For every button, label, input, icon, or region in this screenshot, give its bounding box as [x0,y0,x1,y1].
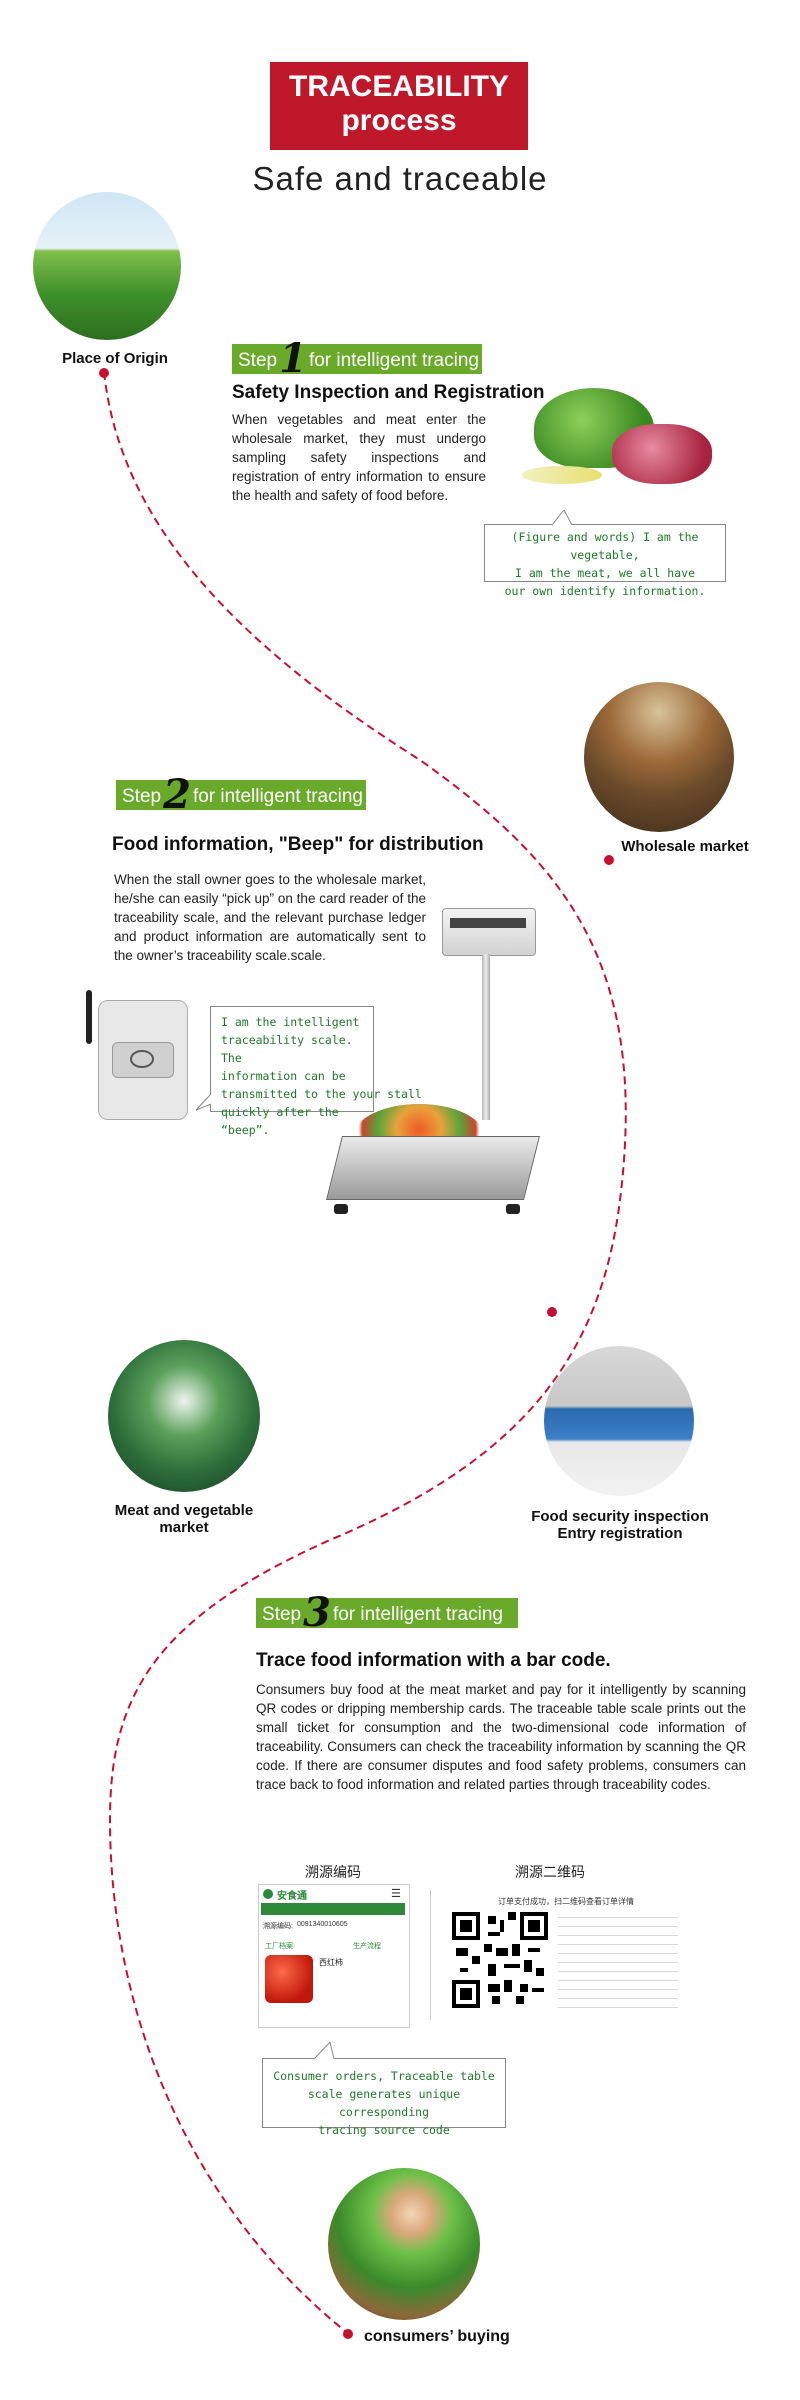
step3-bubble-line2: scale generates unique corresponding [307,2087,461,2119]
app-green-banner [261,1903,405,1915]
title-line1: TRACEABILITY [289,70,509,103]
step3-bubble-line1: Consumer orders, Traceable table [273,2069,495,2083]
step1-bubble-line3: our own identify information. [504,584,706,598]
step3-body: Consumers buy food at the meat market an… [256,1682,746,1792]
traceability-scale-image [322,908,542,1248]
inspection-caption-line1: Food security inspection [531,1508,709,1525]
consumer-photo [328,2168,480,2320]
trace-code-panel: 溯源编码 安食通 ☰ 溯源编码: 0091340010605 工厂档案 生产流程… [258,1862,410,2028]
inspection-caption-line2: Entry registration [557,1525,683,1542]
menu-icon[interactable]: ☰ [391,1888,401,1900]
path-dot-consumer [343,2329,353,2339]
app-name: 安食通 [277,1891,307,1902]
step1-bubble: (Figure and words) I am the vegetable, I… [484,524,726,598]
inspection-photo [544,1346,694,1496]
meat-market-photo [108,1340,260,1492]
step1-heading: Safety Inspection and Registration [232,382,545,403]
receipt-lines [558,1912,678,2012]
qr-code-image[interactable] [452,1912,548,2008]
step2-bubble-line2: traceability scale. The [221,1033,353,1065]
step1-bubble-line2: I am the meat, we all have [514,566,695,580]
wholesale-photo [584,682,734,832]
meat-market-caption: Meat and vegetable market [84,1502,284,1536]
step2-number: 2 [163,771,191,818]
panel-divider [430,1890,431,2020]
qr-code-panel: 溯源二维码 订单支付成功，扫二维码查看订单详情 [452,1862,742,2026]
step1-bubble-tail [552,510,573,526]
consumer-caption: consumers’ buying [364,2328,510,2345]
step2-prefix: Step [122,786,162,807]
trace-code-panel-title: 溯源编码 [305,1864,361,1880]
step1-suffix: for intelligent tracing [308,350,479,371]
qr-panel-title: 溯源二维码 [515,1864,585,1880]
step2-body: When the stall owner goes to the wholesa… [114,872,426,963]
step2-bubble-line3: information can be [221,1069,346,1083]
step3-heading: Trace food information with a bar code. [256,1650,611,1671]
step1-bubble-line1: (Figure and words) I am the vegetable, [511,530,699,562]
step2-bubble-line5: quickly after the “beep”. [221,1105,339,1137]
origin-caption: Place of Origin [62,350,168,367]
step3-bubble: Consumer orders, Traceable table scale g… [262,2058,506,2137]
title-box: TRACEABILITY process [270,62,528,150]
meat-market-caption-line1: Meat and vegetable [114,1502,254,1519]
step2-suffix: for intelligent tracing [192,786,363,807]
product-name: 西红柿 [319,1958,343,1967]
step2-bubble-tail [196,1094,212,1111]
step3-bubble-line3: tracing source code [318,2123,450,2137]
vegetable-meat-image [512,380,732,500]
trace-code-value: 0091340010605 [297,1921,348,1928]
step2-heading: Food information, "Beep" for distributio… [112,834,484,855]
wholesale-caption: Wholesale market [621,838,749,855]
path-dot-origin [99,368,109,378]
title-line2: process [341,104,457,137]
step2-bubble-line1: I am the intelligent [221,1015,360,1029]
step2-bubble: I am the intelligent traceability scale.… [210,1006,422,1137]
step3-number: 3 [303,1589,331,1636]
inspection-caption: Food security inspection Entry registrat… [510,1508,730,1542]
tab-process[interactable]: 生产流程 [353,1943,381,1950]
step1-prefix: Step [238,350,278,371]
step3-bubble-tail [314,2042,335,2060]
page-subtitle: Safe and traceable [252,160,548,197]
step1-number: 1 [279,335,307,382]
tomato-image [265,1955,313,2003]
step3-suffix: for intelligent tracing [332,1604,503,1625]
path-dot-step2 [547,1307,557,1317]
origin-photo [33,192,181,340]
path-dot-wholesale [604,855,614,865]
step3-prefix: Step [262,1604,302,1625]
trace-label: 溯源编码: [263,1923,293,1930]
step1-body: When vegetables and meat enter the whole… [232,412,486,503]
receipt-header: 订单支付成功，扫二维码查看订单详情 [498,1897,634,1906]
tab-info[interactable]: 工厂档案 [265,1943,293,1950]
card-reader-image [86,990,190,1122]
meat-market-caption-line2: market [159,1519,209,1536]
app-logo-icon [263,1889,273,1899]
